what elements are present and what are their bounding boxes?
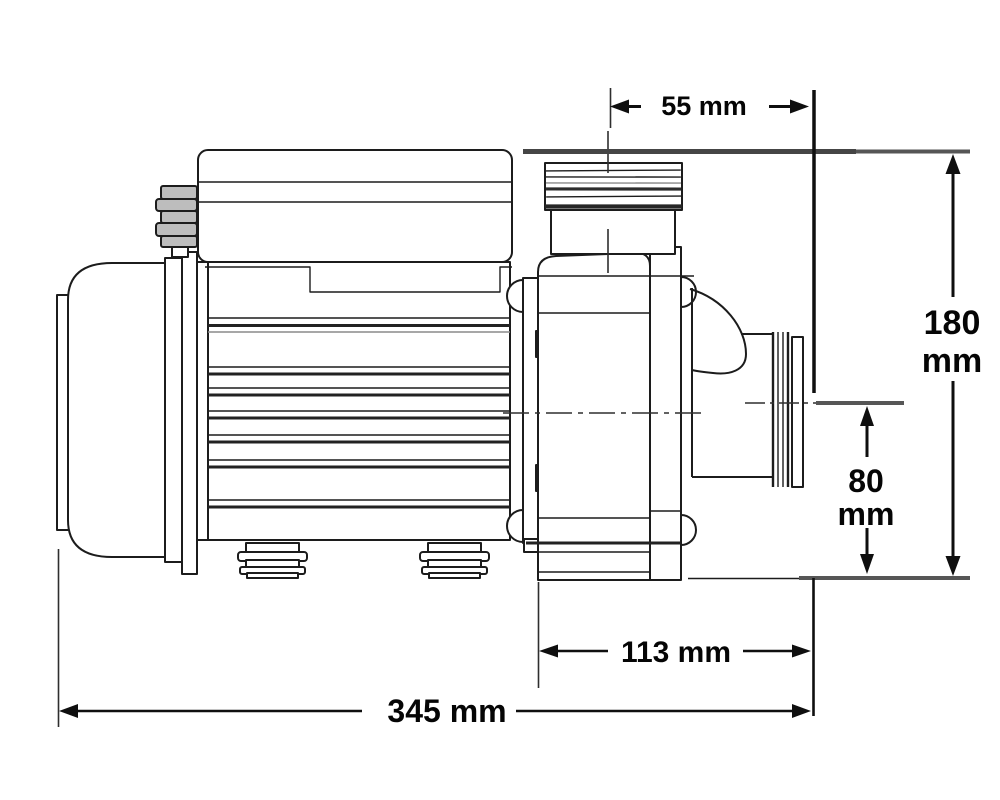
mounting-foot-left	[237, 542, 308, 579]
suction-port-neck	[550, 209, 676, 255]
motor	[56, 149, 513, 579]
terminal-box	[197, 149, 513, 263]
arrowhead-left	[610, 99, 629, 114]
motor-flange-outer	[181, 251, 198, 575]
dimension-label-180: 180	[924, 304, 981, 342]
volute-casing	[537, 251, 651, 581]
motor-end-bell	[67, 262, 166, 558]
dimension-label-80: 80	[848, 463, 884, 499]
thread-line	[545, 182, 681, 184]
arrowhead-right	[790, 99, 809, 114]
arrowhead-down	[860, 554, 874, 574]
arrowhead-left	[539, 644, 558, 658]
volute-scroll-curve	[689, 288, 747, 375]
dimension-label-55mm: 55 mm	[661, 91, 747, 121]
dimension-overall-length: 345 mm	[57, 549, 811, 729]
thread-line	[545, 176, 681, 178]
pump-bracket-plate	[522, 277, 539, 544]
discharge-port-end	[791, 336, 804, 488]
dimension-label-80-mm: mm	[838, 496, 895, 532]
cable-gland-rib	[155, 222, 198, 237]
cable-gland	[155, 185, 198, 258]
bracket-lobe-top	[506, 279, 524, 313]
cooling-fins	[208, 317, 510, 509]
dimension-label-180-mm: mm	[922, 342, 982, 380]
clamp-lobe-top	[680, 276, 697, 308]
dimension-wet-end-length: 113 mm	[537, 578, 815, 716]
thread-line	[546, 187, 682, 191]
arrowhead-up	[860, 406, 874, 426]
cable-gland-stem	[171, 246, 189, 258]
dimension-annotations: 55 mm 180 mm 80 mm 113 m	[57, 88, 982, 729]
thread-line	[545, 169, 681, 172]
bracket-lobe-bottom	[506, 509, 524, 543]
arrowhead-left	[59, 704, 78, 718]
dimension-label-345mm: 345 mm	[387, 693, 506, 729]
pump-wet-end	[503, 131, 834, 581]
reference-lines	[523, 149, 970, 580]
clamp-lobe-bottom	[680, 514, 697, 546]
suction-thread-lines	[545, 169, 682, 198]
foot-rib	[246, 572, 299, 579]
mounting-foot-right	[419, 542, 490, 579]
thread-line	[546, 195, 682, 198]
cable-gland-rib	[160, 235, 198, 248]
dimension-top-port-offset: 55 mm	[609, 88, 816, 393]
discharge-port	[689, 288, 804, 488]
dimension-discharge-height: 80 mm	[838, 406, 895, 574]
suction-port	[544, 162, 683, 255]
arrowhead-right	[792, 704, 811, 718]
foot-rib	[428, 572, 481, 579]
terminal-box-base-step	[205, 266, 512, 293]
cable-gland-rib	[155, 198, 198, 212]
motor-flange-inner	[164, 257, 183, 563]
dimension-overall-height: 180 mm	[922, 154, 982, 576]
dimension-label-113mm: 113 mm	[621, 636, 731, 669]
arrowhead-down	[945, 556, 961, 576]
cable-gland-rib	[160, 210, 198, 224]
casing-step	[523, 538, 539, 553]
arrowhead-up	[945, 154, 961, 174]
arrowhead-right	[792, 644, 811, 658]
motor-shell	[207, 261, 511, 541]
motor-shell-band	[196, 261, 209, 541]
cable-gland-rib	[160, 185, 198, 200]
